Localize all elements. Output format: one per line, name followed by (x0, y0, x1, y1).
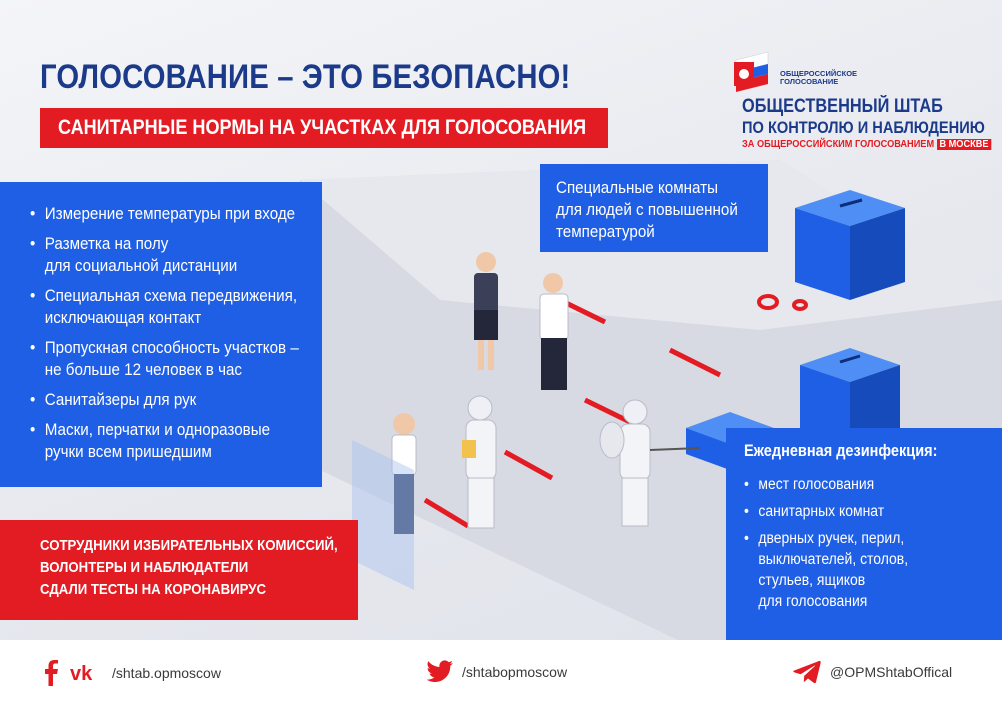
subtitle-bar (40, 108, 608, 148)
footer (0, 640, 1002, 702)
page-title: ГОЛОСОВАНИЕ – ЭТО БЕЗОПАСНО! (40, 58, 571, 96)
staff-note-panel (0, 520, 358, 620)
list-item: Пропускная способность участков –не боль… (30, 337, 299, 381)
glass-partition (352, 440, 414, 590)
logo-line1: ОБЩЕСТВЕННЫЙ ШТАБ (742, 96, 943, 117)
telegram-social[interactable]: @OPMShtabOffical (792, 660, 952, 684)
measures-list: Измерение температуры при входе Разметка… (30, 203, 322, 471)
distance-marker (503, 449, 554, 481)
staff-note: СОТРУДНИКИ ИЗБИРАТЕЛЬНЫХ КОМИССИЙ, ВОЛОН… (40, 537, 338, 598)
distance-marker (423, 497, 470, 529)
logo-line3: ЗА ОБЩЕРОССИЙСКИМ ГОЛОСОВАНИЕМ В МОСКВЕ (742, 139, 992, 150)
medic-with-thermometer (462, 395, 497, 529)
footprint-mark (757, 294, 779, 310)
logo-caption: ОБЩЕРОССИЙСКОЕ ГОЛОСОВАНИЕ (780, 69, 858, 86)
distance-marker (668, 347, 722, 378)
man-in-suit (539, 273, 569, 390)
logo-line2: ПО КОНТРОЛЮ И НАБЛЮДЕНИЮ (742, 118, 985, 137)
list-item: Специальная схема передвижения,исключающ… (30, 285, 299, 329)
twitter-icon[interactable] (426, 660, 454, 684)
list-item: Измерение температуры при входе (30, 203, 299, 225)
medic-disinfecting (599, 399, 701, 527)
telegram-icon[interactable] (792, 660, 822, 684)
vk-handle[interactable]: /shtab.opmoscow (112, 665, 221, 681)
twitter-handle[interactable]: /shtabopmoscow (462, 664, 568, 680)
woman-with-tablet (474, 252, 498, 370)
list-item: дверных ручек, перил, выключателей, стол… (744, 528, 908, 612)
vk-icon[interactable]: vk (70, 662, 104, 684)
logo-city-tag: В МОСКВЕ (936, 139, 992, 150)
distance-marker (583, 397, 632, 425)
flag-logo-icon (734, 51, 769, 92)
telegram-handle[interactable]: @OPMShtabOffical (830, 664, 953, 680)
vk-social[interactable]: vk /shtab.opmoscow (40, 660, 221, 686)
disinfection-title: Ежедневная дезинфекция: (744, 442, 938, 460)
organization-logo: ОБЩЕРОССИЙСКОЕ ГОЛОСОВАНИЕ ОБЩЕСТВЕННЫЙ … (718, 40, 992, 160)
rooms-callout-panel (540, 164, 768, 252)
list-item: санитарных комнат (744, 501, 908, 522)
footprint-mark (792, 299, 808, 311)
list-item: мест голосования (744, 474, 908, 495)
disinfection-list: мест голосования санитарных комнат дверн… (744, 474, 926, 618)
page-subtitle: САНИТАРНЫЕ НОРМЫ НА УЧАСТКАХ ДЛЯ ГОЛОСОВ… (58, 116, 587, 139)
ballot-box-icon (795, 190, 905, 300)
facebook-icon[interactable] (40, 660, 62, 686)
woman-visitor (391, 413, 417, 534)
list-item: Санитайзеры для рук (30, 389, 299, 411)
svg-text:vk: vk (70, 663, 93, 684)
twitter-social[interactable]: /shtabopmoscow (426, 660, 567, 684)
rooms-callout: Специальные комнаты для людей с повышенн… (556, 179, 738, 241)
